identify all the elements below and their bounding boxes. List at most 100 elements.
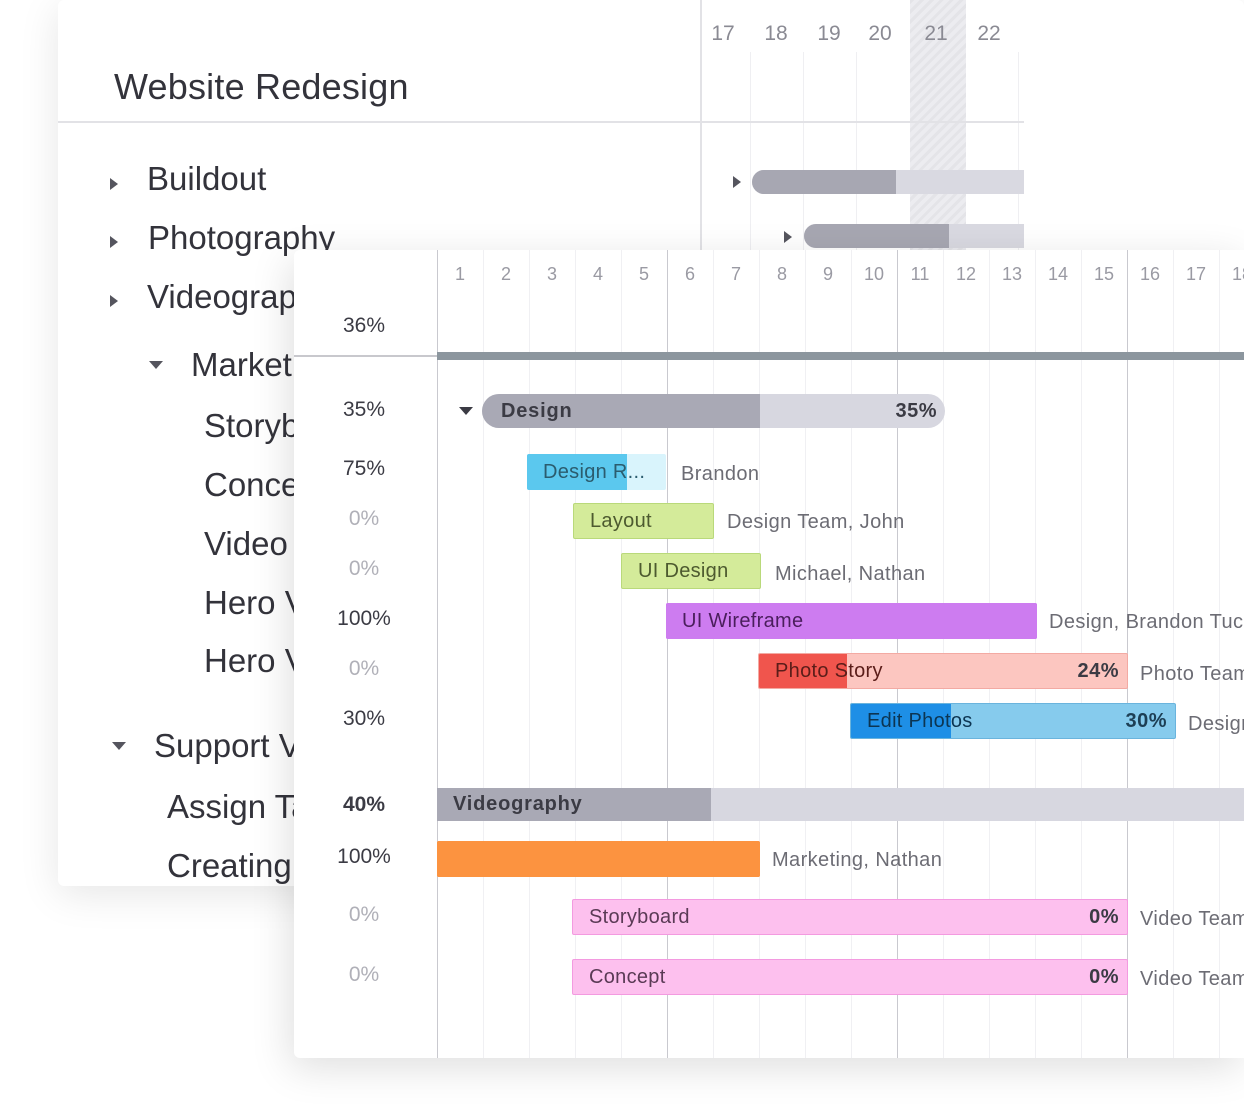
- task-bar-marketing[interactable]: [437, 841, 760, 877]
- bar-progress: [666, 603, 1037, 639]
- row-percent: 100%: [337, 845, 391, 868]
- row-percent: 0%: [348, 557, 380, 580]
- task-percent: 0%: [1089, 906, 1119, 928]
- grid-line: [1219, 250, 1220, 1058]
- day-header: 9: [822, 264, 833, 284]
- bar-progress: [527, 454, 628, 490]
- grid-line: [575, 250, 576, 1058]
- collapse-icon[interactable]: [459, 407, 473, 415]
- row-percent: 0%: [348, 657, 380, 680]
- row-percent: 30%: [342, 707, 386, 730]
- day-header: 22: [977, 22, 1001, 45]
- gantt-group-design[interactable]: Design 35%: [482, 394, 945, 428]
- expand-icon[interactable]: [110, 295, 118, 307]
- task-percent: 0%: [1089, 966, 1119, 988]
- bar-progress: [752, 170, 897, 194]
- task-label: Photo Story: [775, 660, 883, 682]
- grid-line: [1173, 250, 1174, 1058]
- task-bar-photo-story[interactable]: Photo Story 24%: [758, 653, 1128, 689]
- task-assignee: Michael, Nathan: [775, 563, 926, 585]
- expand-icon[interactable]: [110, 236, 118, 248]
- grid-line: [529, 250, 530, 1058]
- bar-progress: [437, 788, 712, 821]
- task-assignee: Marketing, Nathan: [772, 849, 943, 871]
- day-header: 2: [500, 264, 511, 284]
- group-label: Design: [501, 400, 573, 422]
- tree-row-video[interactable]: Video: [204, 525, 288, 562]
- collapse-icon[interactable]: [149, 361, 163, 369]
- row-percent: 0%: [348, 507, 380, 530]
- grid-line: [667, 250, 668, 1058]
- task-label: UI Design: [638, 560, 729, 582]
- gantt-bar-buildout[interactable]: [752, 170, 1024, 194]
- day-header: 6: [684, 264, 695, 284]
- day-header: 14: [1047, 264, 1069, 284]
- task-bar-concept[interactable]: Concept 0%: [572, 959, 1128, 995]
- day-header: 11: [910, 264, 930, 284]
- day-header: 21: [924, 22, 948, 45]
- task-assignee: Photo Team: [1140, 663, 1244, 685]
- task-assignee: Design: [1188, 713, 1244, 735]
- grid-line: [621, 250, 622, 1058]
- gantt-group-videography[interactable]: Videography: [437, 788, 1244, 821]
- row-percent: 35%: [342, 398, 386, 421]
- task-bar-ui-design[interactable]: UI Design: [621, 553, 761, 589]
- task-bar-layout[interactable]: Layout: [573, 503, 714, 539]
- day-header: 1: [454, 264, 465, 284]
- task-label: Edit Photos: [867, 710, 973, 732]
- task-bar-storyboard[interactable]: Storyboard 0%: [572, 899, 1128, 935]
- tree-row-photography[interactable]: Photography: [148, 219, 336, 256]
- day-header: 16: [1139, 264, 1161, 284]
- task-percent: 24%: [1077, 660, 1119, 682]
- day-header: 4: [592, 264, 603, 284]
- day-header: 15: [1093, 264, 1115, 284]
- bar-progress: [759, 654, 848, 688]
- expand-icon[interactable]: [110, 178, 118, 190]
- day-header: 13: [1001, 264, 1023, 284]
- day-header: 3: [546, 264, 557, 284]
- row-percent: 40%: [342, 793, 386, 816]
- group-percent: 35%: [895, 400, 937, 422]
- expand-icon[interactable]: [784, 231, 792, 243]
- task-assignee: Video Team: [1140, 908, 1244, 930]
- grid-line: [713, 250, 714, 1058]
- day-header: 18: [1231, 264, 1244, 284]
- task-label: Concept: [589, 966, 666, 988]
- day-header: 18: [764, 22, 788, 45]
- row-percent: 75%: [342, 457, 386, 480]
- front-gantt-panel: 123456789101112131415161718 36% 35% 75% …: [294, 250, 1244, 1058]
- task-label: Design R...: [543, 461, 646, 483]
- collapse-icon[interactable]: [112, 742, 126, 750]
- task-assignee: Design, Brandon Tucker: [1049, 611, 1244, 633]
- day-header: 5: [638, 264, 649, 284]
- row-percent: 0%: [348, 963, 380, 986]
- bar-progress: [437, 841, 760, 877]
- tree-row-creating[interactable]: Creating: [167, 847, 292, 884]
- day-header: 17: [711, 22, 735, 45]
- task-label: Storyboard: [589, 906, 690, 928]
- day-header: 8: [776, 264, 787, 284]
- day-header: 12: [955, 264, 977, 284]
- row-percent: 100%: [337, 607, 391, 630]
- task-assignee: Brandon: [681, 463, 760, 485]
- group-label: Videography: [453, 793, 583, 815]
- task-assignee: Design Team, John: [727, 511, 905, 533]
- row-percent: 0%: [348, 903, 380, 926]
- bar-progress: [851, 704, 952, 738]
- day-header: 20: [868, 22, 892, 45]
- header-divider: [58, 121, 1024, 123]
- day-header: 17: [1185, 264, 1207, 284]
- expand-icon[interactable]: [733, 176, 741, 188]
- gantt-bar-photography[interactable]: [804, 224, 1024, 248]
- project-title: Website Redesign: [114, 66, 409, 107]
- tree-row-buildout[interactable]: Buildout: [147, 160, 267, 197]
- summary-percent: 36%: [342, 314, 386, 337]
- task-label: UI Wireframe: [682, 610, 804, 632]
- task-bar-design-review[interactable]: Design R...: [527, 454, 666, 490]
- task-assignee: Video Team: [1140, 968, 1244, 990]
- day-header: 7: [730, 264, 741, 284]
- task-bar-ui-wireframe[interactable]: UI Wireframe: [666, 603, 1037, 639]
- day-header: 10: [863, 264, 885, 284]
- task-percent: 30%: [1125, 710, 1167, 732]
- task-bar-edit-photos[interactable]: Edit Photos 30%: [850, 703, 1176, 739]
